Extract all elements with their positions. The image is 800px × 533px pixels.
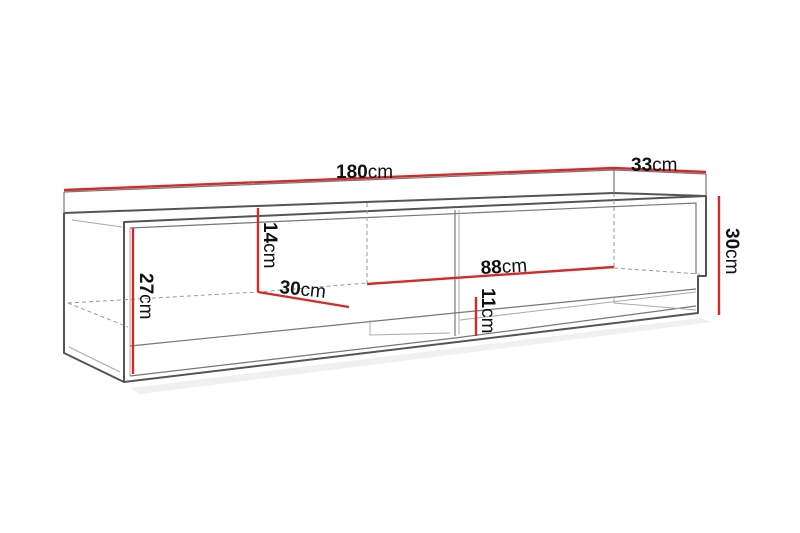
label-upper-opening: 14cm xyxy=(259,222,280,268)
dimension-labels: 180cm 33cm 30cm 27cm 14cm 30cm 88cm 11cm xyxy=(135,155,742,333)
lower-shelf-front-edge xyxy=(129,305,697,377)
label-width: 180cm xyxy=(336,162,393,183)
dimline-inner-depth xyxy=(257,290,350,309)
dimension-lines xyxy=(63,166,721,374)
dimline-compartment-width xyxy=(366,265,615,286)
lower-shelf-top-edge xyxy=(129,288,697,347)
hidden-left-diagonal xyxy=(67,302,129,328)
label-height: 30cm xyxy=(721,228,742,274)
left-side-panel xyxy=(63,213,125,383)
floor-shadow xyxy=(130,318,712,394)
label-shelf-opening: 11cm xyxy=(477,288,498,333)
hidden-lines xyxy=(67,193,701,328)
lower-back-left xyxy=(369,320,451,336)
label-compartment-width: 88cm xyxy=(480,256,528,279)
lower-back-right xyxy=(613,296,697,311)
label-inner-depth: 30cm xyxy=(278,277,326,303)
label-inner-height: 27cm xyxy=(135,273,156,319)
front-frame-inner xyxy=(129,202,697,274)
hidden-floor-line-right xyxy=(613,267,701,275)
lower-shelf-mid-edge xyxy=(459,291,697,321)
left-panel-bevel xyxy=(71,219,123,228)
dimline-width-depth xyxy=(63,166,707,192)
label-depth: 33cm xyxy=(631,155,677,176)
furniture-body xyxy=(63,169,707,383)
front-frame-outer xyxy=(123,195,707,383)
left-panel-bottom-bevel xyxy=(68,346,121,373)
